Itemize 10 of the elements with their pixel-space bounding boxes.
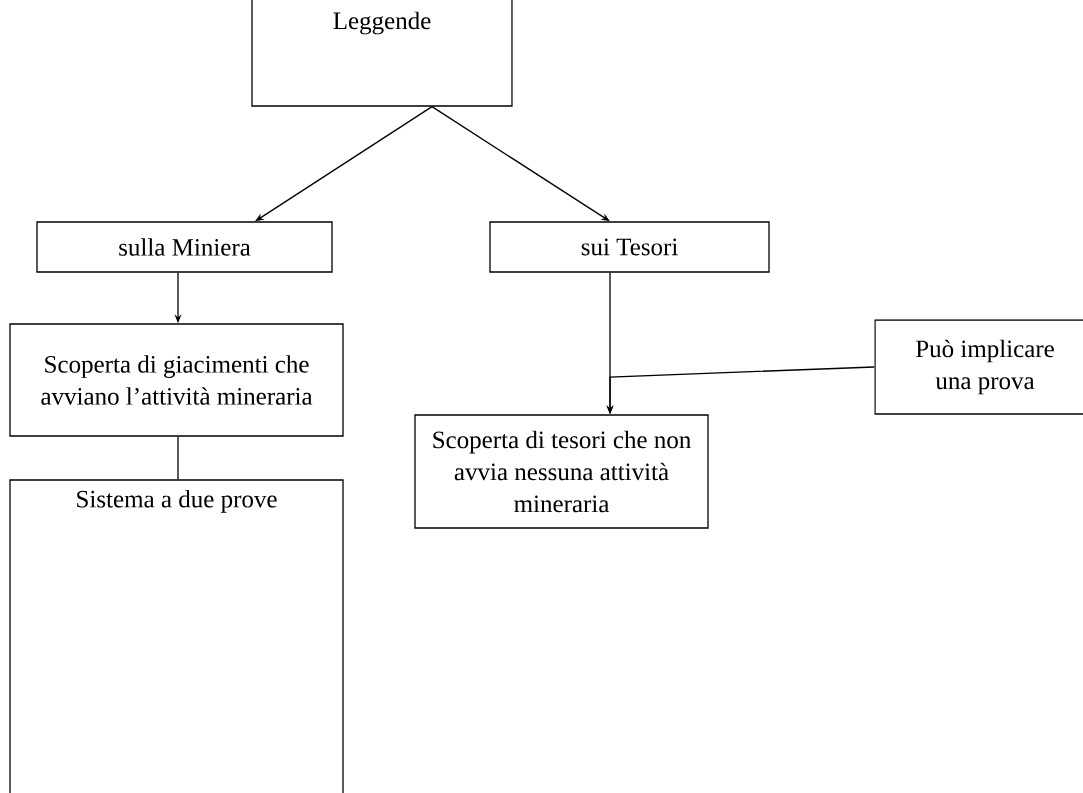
connector-line [177, 436, 179, 480]
arrow [431, 106, 610, 222]
process-box: Scoperta di giacimenti che avviano l’attività mineraria [9, 323, 344, 437]
process-box: sulla Miniera [36, 221, 333, 273]
arrow [255, 106, 433, 222]
process-box: Può implicare una prova [874, 319, 1083, 415]
process-box: Sistema a due prove [9, 479, 344, 793]
process-box: Leggende [251, 0, 513, 107]
process-box: sui Tesori [489, 221, 770, 273]
process-box: Scoperta di tesori che non avvia nessuna attività mineraria [414, 414, 709, 529]
